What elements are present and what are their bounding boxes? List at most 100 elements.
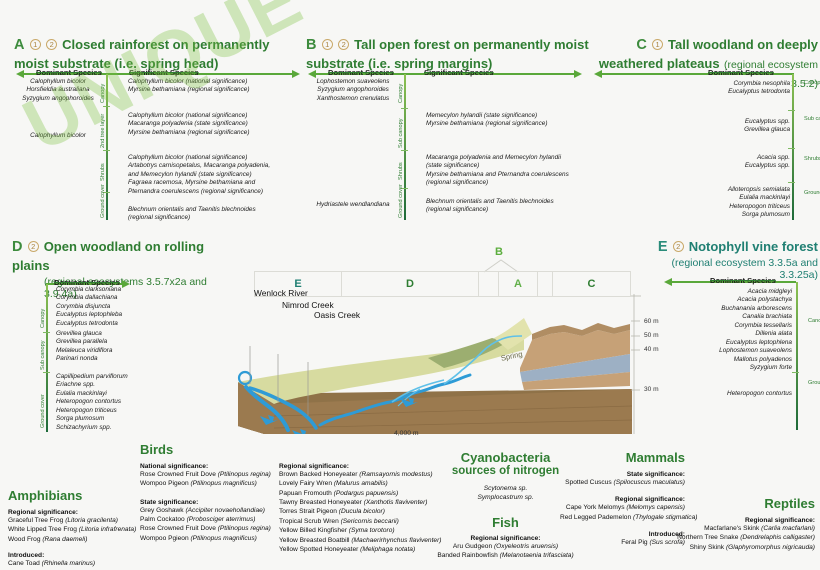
- zone-c-heading: C 1 Tall woodland on deeply weathered pl…: [588, 36, 818, 93]
- zone-d-title: Open woodland on rolling plains: [12, 239, 205, 273]
- category-label: Introduced:: [8, 552, 45, 560]
- species: Acacia midgleyi: [747, 288, 792, 295]
- significant-list: Calophyllum bicolor (national significan…: [128, 154, 270, 196]
- list-item: Rose Crowned Fruit Dove (Ptilinopus regi…: [140, 471, 271, 478]
- amphibians-title: Amphibians: [8, 488, 83, 503]
- dominant-list: Acacia spp. Eucalyptus spp.: [745, 154, 790, 171]
- zone-a-heading: A 1 2 Closed rainforest on permanently m…: [14, 36, 304, 74]
- dominant-list: Lophostemon suaveolens Syzygium angophor…: [306, 78, 400, 103]
- zone-b-chart: Dominant Species Significant Species Can…: [306, 68, 588, 225]
- fauna-block-cyanobacteria: Cyanobacteria sources of nitrogen Scyton…: [418, 450, 593, 560]
- species: Dillenia alata: [755, 330, 792, 338]
- label-oasis-creek: Oasis Creek: [314, 310, 361, 320]
- bracket-lines: [483, 259, 519, 273]
- strata-label-2nd-tree: 2nd tree layer: [100, 113, 106, 148]
- strata-label-ground: Ground cover: [100, 184, 106, 218]
- label-wenlock-river: Wenlock River: [254, 288, 308, 298]
- species: Heteropogon contortus: [56, 398, 122, 406]
- significant-list: Blechnum orientalis and Taenitis blechno…: [426, 198, 554, 215]
- category-label: State significance:: [626, 471, 685, 478]
- zone-b-strata-axis: [404, 74, 406, 220]
- list-item: Symplocastrum sp.: [477, 494, 534, 502]
- list-item: Graceful Tree Frog (Litoria gracilenta): [8, 517, 118, 524]
- list-item: Yellow Billed Kingfisher (Syma torotoro): [279, 527, 395, 535]
- dominant-list: Grevillea glauca Grevillea parallela Mel…: [56, 330, 112, 364]
- dominant-list: Capillipedium parviflorum Eriachne spp. …: [56, 373, 128, 432]
- species: Sorga plumosum: [741, 211, 790, 219]
- species: Xanthostemon crenulatus: [316, 94, 390, 102]
- dominant-list: Eucalyptus spp. Grevillea glauca: [744, 118, 790, 135]
- dominant-species-header: Dominant Species: [328, 68, 394, 77]
- birds-title: Birds: [140, 442, 174, 457]
- species: Myrsine bethamiana (regional significanc…: [128, 86, 250, 94]
- zone-e-pill-1: 2: [672, 241, 684, 252]
- species: Eucalyptus spp.: [744, 118, 790, 125]
- species: (state significance): [426, 162, 480, 170]
- arrow-left-icon: [308, 70, 316, 78]
- strata-label-canopy: Canopy: [804, 80, 820, 86]
- dominant-list: Calophyllum bicolor: [14, 132, 102, 140]
- strata-label-ground: Ground cover: [804, 190, 820, 196]
- reptiles-title: Reptiles: [764, 496, 815, 511]
- species: Hydriastele wendlandiana: [316, 201, 390, 208]
- zone-a-axis: [24, 73, 292, 75]
- zone-panel-b: B 1 2 Tall open forest on permanently mo…: [306, 36, 591, 74]
- species: Heteropogon triticeus: [56, 406, 117, 414]
- zone-d-axis: [46, 283, 122, 285]
- strata-tick: [103, 106, 110, 107]
- terrain-svg: [237, 294, 641, 434]
- zone-b-axis: [316, 73, 574, 75]
- species: Myrsine bethamiana (regional significanc…: [426, 120, 548, 128]
- species: Pternandra coerulescens (regional signif…: [128, 187, 263, 195]
- list-item: Torres Strait Pigeon (Ducula bicolor): [279, 508, 385, 516]
- list-item: White Lipped Tree Frog (Litoria infrafre…: [8, 526, 137, 534]
- arrow-left-icon: [594, 70, 602, 78]
- arrow-left-icon: [16, 70, 24, 78]
- strata-tick: [788, 110, 795, 111]
- arrow-right-icon: [574, 70, 582, 78]
- category-label: Regional significance:: [470, 534, 541, 542]
- list-item: Wompoo Pigeon (Ptilinopus magnificus): [140, 480, 257, 488]
- list-item: Grey Goshawk (Accipiter novaehollandiae): [140, 506, 265, 514]
- zone-e-axis: [672, 281, 796, 283]
- elevation-60m: 60 m: [644, 318, 659, 325]
- label-nimrod-creek: Nimrod Creek: [282, 300, 334, 310]
- list-item: Rose Crowned Fruit Dove (Ptilinopus regi…: [140, 525, 271, 533]
- list-item: Tropical Scrub Wren (Sericornis beccarii…: [279, 517, 399, 525]
- species: and Memecylon hylandii (state significan…: [128, 170, 252, 178]
- strata-label-ground: Ground cover: [40, 394, 46, 428]
- species: Calophyllum bicolor: [30, 132, 86, 139]
- species: Buchanania arborescens: [721, 304, 792, 312]
- dominant-list: Heteropogon contortus: [727, 390, 792, 398]
- list-item: Red Legged Pademelon (Thylogale stigmati…: [560, 513, 698, 521]
- arrow-left-icon: [664, 278, 672, 286]
- species: Corymbia dallachiana: [56, 294, 118, 302]
- zone-panel-c: C 1 Tall woodland on deeply weathered pl…: [588, 36, 818, 93]
- birds-column-2: Regional significance: Brown Backed Hone…: [279, 463, 442, 554]
- species: Corymbia clarksoniana: [56, 286, 121, 293]
- species: Eucalyptus tetrodonta: [728, 88, 790, 96]
- zone-d-strata-axis: [46, 284, 48, 432]
- species: Grevillea glauca: [56, 330, 102, 337]
- fauna-block-reptiles: Reptiles Regional significance: Macfarla…: [665, 496, 815, 552]
- strata-label-sub-canopy: Sub canopy: [398, 118, 404, 148]
- strata-tick: [103, 150, 110, 151]
- dominant-species-header: Dominant Species: [36, 68, 102, 77]
- species: Eucalyptus spp.: [744, 162, 790, 170]
- fauna-block-mammals: Mammals State significance: Spotted Cusc…: [560, 450, 698, 547]
- amphibians-group: Regional significance: Graceful Tree Fro…: [8, 509, 144, 544]
- species: Eulalia mackinlayi: [56, 389, 107, 397]
- species: Memecylon hylandii (state significance): [426, 112, 538, 119]
- species: Heteropogon contortus: [726, 390, 792, 397]
- list-item: Palm Cockatoo (Probosciger aterrimus): [140, 516, 256, 524]
- species: Eriachne spp.: [56, 381, 96, 389]
- category-label: Regional significance:: [279, 463, 349, 470]
- strata-label-sub-canopy: Sub canopy: [40, 340, 46, 370]
- landscape-cross-section-diagram: B E D A C: [232, 244, 659, 437]
- birds-group: National significance: Rose Crowned Frui…: [140, 463, 271, 489]
- significant-species-header: Significant Species: [129, 68, 199, 77]
- species: Macaranga polyadenia (state significance…: [128, 120, 248, 128]
- species: Lophostemon suaveolens: [719, 347, 792, 355]
- strata-tick: [103, 192, 110, 193]
- species: Sorga plumosum: [56, 415, 105, 423]
